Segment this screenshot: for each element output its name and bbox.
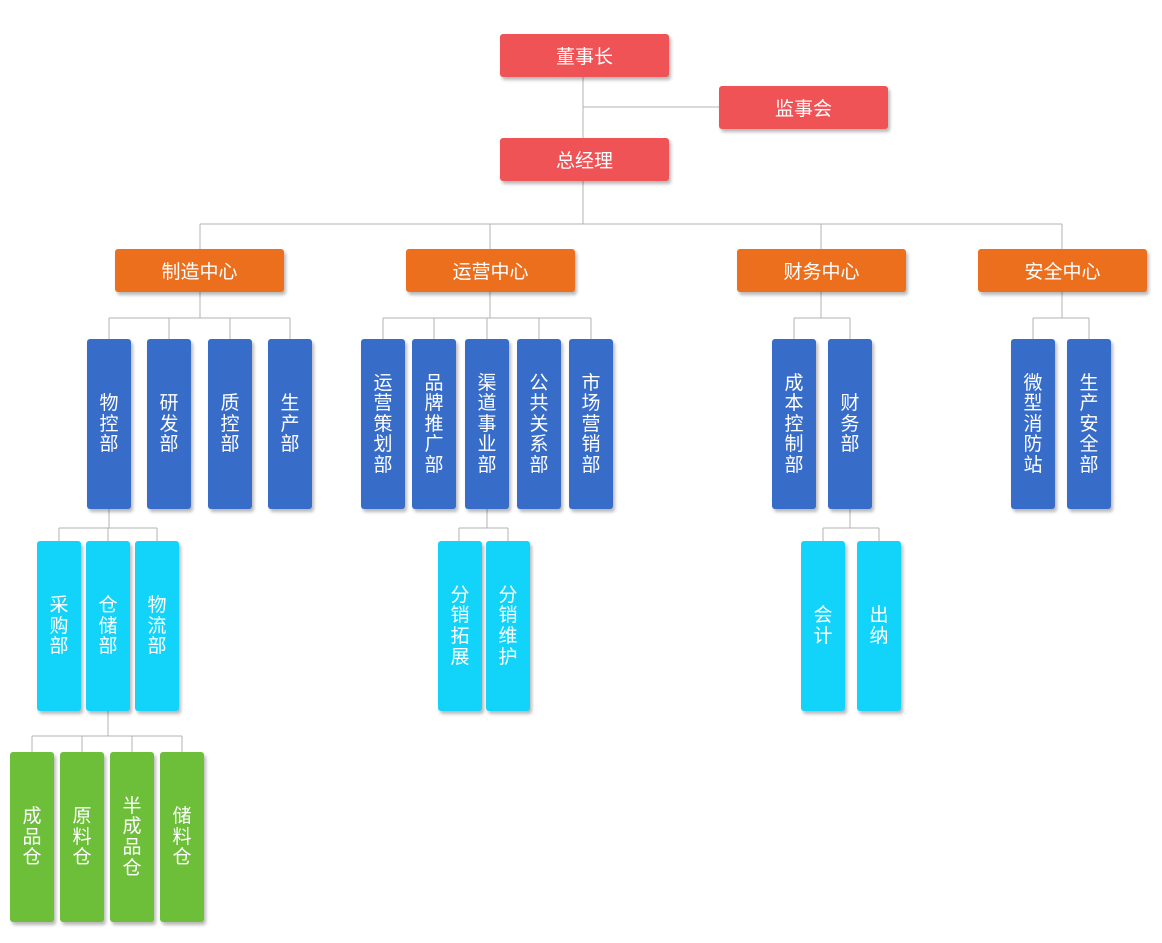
dept-finance-label: 财务部	[840, 392, 860, 456]
sub-purchasing: 采购部	[37, 541, 81, 711]
dept-brand-promotion-label: 品牌推广部	[424, 371, 444, 476]
dept-operations-planning-label: 运营策划部	[373, 371, 393, 476]
operations-center-box: 运营中心	[406, 249, 575, 292]
manufacturing-center-box: 制造中心	[115, 249, 284, 292]
sub-cashier-label: 出纳	[869, 604, 889, 647]
dept-production-label: 生产部	[280, 392, 300, 456]
dept-micro-fire-station-label: 微型消防站	[1023, 371, 1043, 476]
warehouse-raw-materials-label: 原料仓	[72, 805, 92, 869]
safety-center-box: 安全中心	[978, 249, 1147, 292]
manufacturing-center-label: 制造中心	[161, 261, 238, 283]
dept-public-relations-label: 公共关系部	[529, 371, 549, 476]
sub-logistics: 物流部	[135, 541, 179, 711]
dept-quality-control-label: 质控部	[220, 392, 240, 456]
chairman-label: 董事长	[555, 46, 613, 68]
dept-channel-business-label: 渠道事业部	[477, 371, 497, 476]
warehouse-semi-finished: 半成品仓	[110, 752, 154, 922]
sub-accounting-label: 会计	[813, 604, 833, 647]
warehouse-finished-goods: 成品仓	[10, 752, 54, 922]
dept-rnd: 研发部	[147, 339, 191, 509]
dept-finance: 财务部	[828, 339, 872, 509]
supervisory-board-box: 监事会	[719, 86, 888, 129]
sub-cashier: 出纳	[857, 541, 901, 711]
dept-cost-control: 成本控制部	[772, 339, 816, 509]
warehouse-storage: 储料仓	[160, 752, 204, 922]
sub-distribution-expansion-label: 分销拓展	[450, 583, 470, 668]
dept-rnd-label: 研发部	[159, 392, 179, 456]
dept-production-safety: 生产安全部	[1067, 339, 1111, 509]
dept-micro-fire-station: 微型消防站	[1011, 339, 1055, 509]
sub-distribution-maintenance-label: 分销维护	[498, 583, 518, 668]
general-manager-box: 总经理	[500, 138, 669, 181]
finance-center-label: 财务中心	[783, 261, 860, 283]
dept-production: 生产部	[268, 339, 312, 509]
warehouse-raw-materials: 原料仓	[60, 752, 104, 922]
general-manager-label: 总经理	[555, 150, 613, 172]
sub-warehousing: 仓储部	[86, 541, 130, 711]
sub-logistics-label: 物流部	[147, 594, 167, 658]
dept-public-relations: 公共关系部	[517, 339, 561, 509]
dept-brand-promotion: 品牌推广部	[412, 339, 456, 509]
sub-accounting: 会计	[801, 541, 845, 711]
sub-distribution-expansion: 分销拓展	[438, 541, 482, 711]
dept-marketing: 市场营销部	[569, 339, 613, 509]
chairman-box: 董事长	[500, 34, 669, 77]
dept-operations-planning: 运营策划部	[361, 339, 405, 509]
dept-marketing-label: 市场营销部	[581, 371, 601, 476]
warehouse-semi-finished-label: 半成品仓	[122, 794, 142, 879]
dept-materials-control-label: 物控部	[99, 392, 119, 456]
sub-purchasing-label: 采购部	[49, 594, 69, 658]
dept-materials-control: 物控部	[87, 339, 131, 509]
safety-center-label: 安全中心	[1024, 261, 1101, 283]
supervisory-board-label: 监事会	[774, 98, 832, 120]
dept-channel-business: 渠道事业部	[465, 339, 509, 509]
dept-cost-control-label: 成本控制部	[784, 371, 804, 476]
sub-distribution-maintenance: 分销维护	[486, 541, 530, 711]
dept-quality-control: 质控部	[208, 339, 252, 509]
warehouse-finished-goods-label: 成品仓	[22, 805, 42, 869]
dept-production-safety-label: 生产安全部	[1079, 371, 1099, 476]
finance-center-box: 财务中心	[737, 249, 906, 292]
warehouse-storage-label: 储料仓	[172, 805, 192, 869]
operations-center-label: 运营中心	[452, 261, 529, 283]
sub-warehousing-label: 仓储部	[98, 594, 118, 658]
